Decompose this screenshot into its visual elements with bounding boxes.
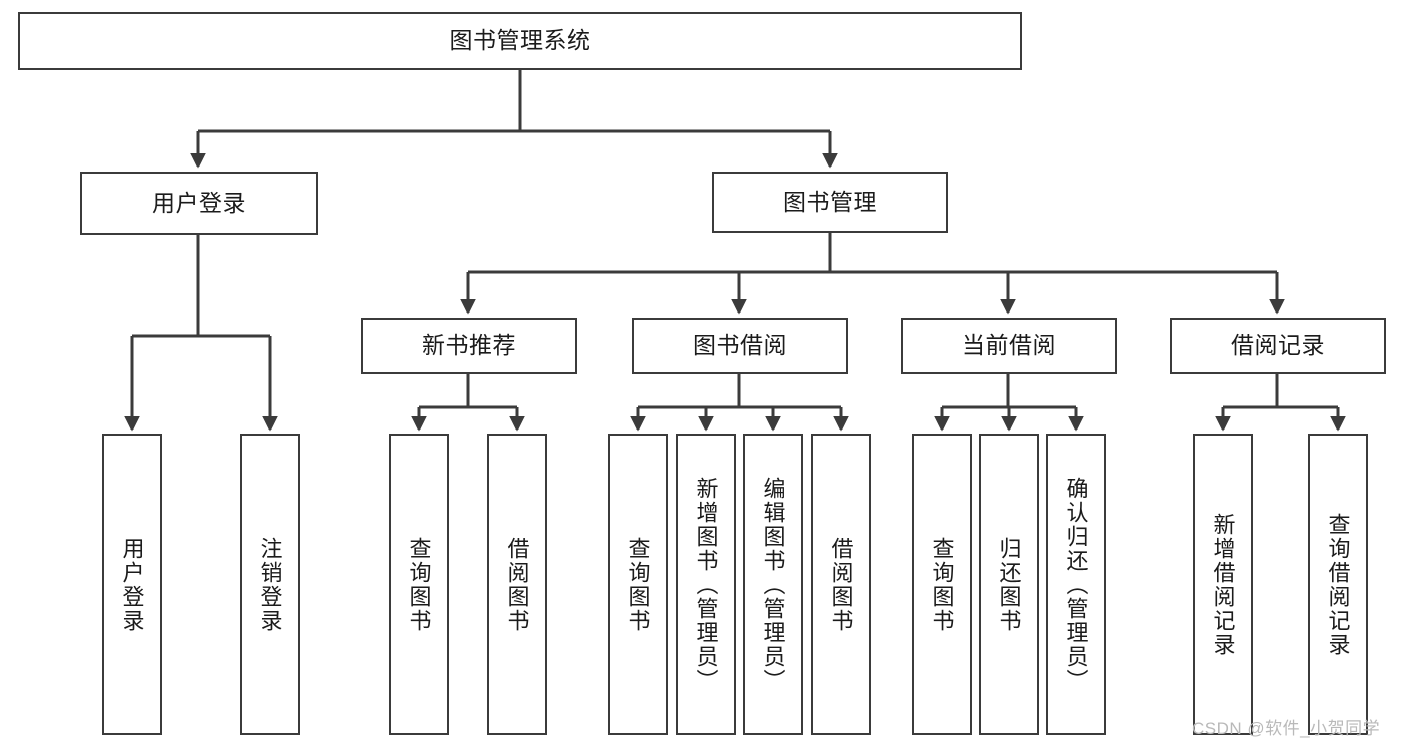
node-borrow-record-label: 借阅记录	[1231, 332, 1325, 359]
node-leaf-borrow-book-b[interactable]: 借阅图书	[811, 434, 871, 735]
node-new-book-recommend[interactable]: 新书推荐	[361, 318, 577, 374]
node-leaf-borrow-book-a-label: 借阅图书	[504, 536, 530, 633]
node-root-label: 图书管理系统	[449, 27, 591, 54]
node-leaf-add-book[interactable]: 新增图书（管理员）	[676, 434, 736, 735]
node-leaf-add-record-label: 新增借阅记录	[1210, 512, 1236, 657]
node-current-borrow-label: 当前借阅	[962, 332, 1056, 359]
node-leaf-query-book-c-label: 查询图书	[929, 536, 955, 633]
node-leaf-logout[interactable]: 注销登录	[240, 434, 300, 735]
node-user-login[interactable]: 用户登录	[80, 172, 318, 235]
node-leaf-edit-book[interactable]: 编辑图书（管理员）	[743, 434, 803, 735]
node-leaf-user-login[interactable]: 用户登录	[102, 434, 162, 735]
node-leaf-query-book-b-label: 查询图书	[625, 536, 651, 633]
node-leaf-query-record[interactable]: 查询借阅记录	[1308, 434, 1368, 735]
node-leaf-confirm-return-label: 确认归还（管理员）	[1063, 476, 1089, 693]
node-book-borrow[interactable]: 图书借阅	[632, 318, 848, 374]
node-leaf-query-record-label: 查询借阅记录	[1325, 512, 1351, 657]
node-user-login-label: 用户登录	[152, 189, 246, 216]
node-leaf-query-book-b[interactable]: 查询图书	[608, 434, 668, 735]
node-leaf-return-book[interactable]: 归还图书	[979, 434, 1039, 735]
node-leaf-query-book-a-label: 查询图书	[406, 536, 432, 633]
node-new-book-recommend-label: 新书推荐	[422, 332, 516, 359]
node-book-borrow-label: 图书借阅	[693, 332, 787, 359]
csdn-watermark: CSDN @软件_小贺同学	[1192, 719, 1381, 738]
node-leaf-borrow-book-a[interactable]: 借阅图书	[487, 434, 547, 735]
node-leaf-borrow-book-b-label: 借阅图书	[828, 536, 854, 633]
node-leaf-logout-label: 注销登录	[257, 536, 283, 633]
node-leaf-query-book-c[interactable]: 查询图书	[912, 434, 972, 735]
node-leaf-query-book-a[interactable]: 查询图书	[389, 434, 449, 735]
node-leaf-edit-book-label: 编辑图书（管理员）	[760, 476, 786, 693]
node-book-manage[interactable]: 图书管理	[712, 172, 948, 233]
node-leaf-confirm-return[interactable]: 确认归还（管理员）	[1046, 434, 1106, 735]
node-borrow-record[interactable]: 借阅记录	[1170, 318, 1386, 374]
node-leaf-add-book-label: 新增图书（管理员）	[693, 476, 719, 693]
node-leaf-return-book-label: 归还图书	[996, 536, 1022, 633]
node-book-manage-label: 图书管理	[783, 188, 877, 215]
node-leaf-add-record[interactable]: 新增借阅记录	[1193, 434, 1253, 735]
node-leaf-user-login-label: 用户登录	[119, 536, 145, 633]
node-root[interactable]: 图书管理系统	[18, 12, 1022, 70]
node-current-borrow[interactable]: 当前借阅	[901, 318, 1117, 374]
